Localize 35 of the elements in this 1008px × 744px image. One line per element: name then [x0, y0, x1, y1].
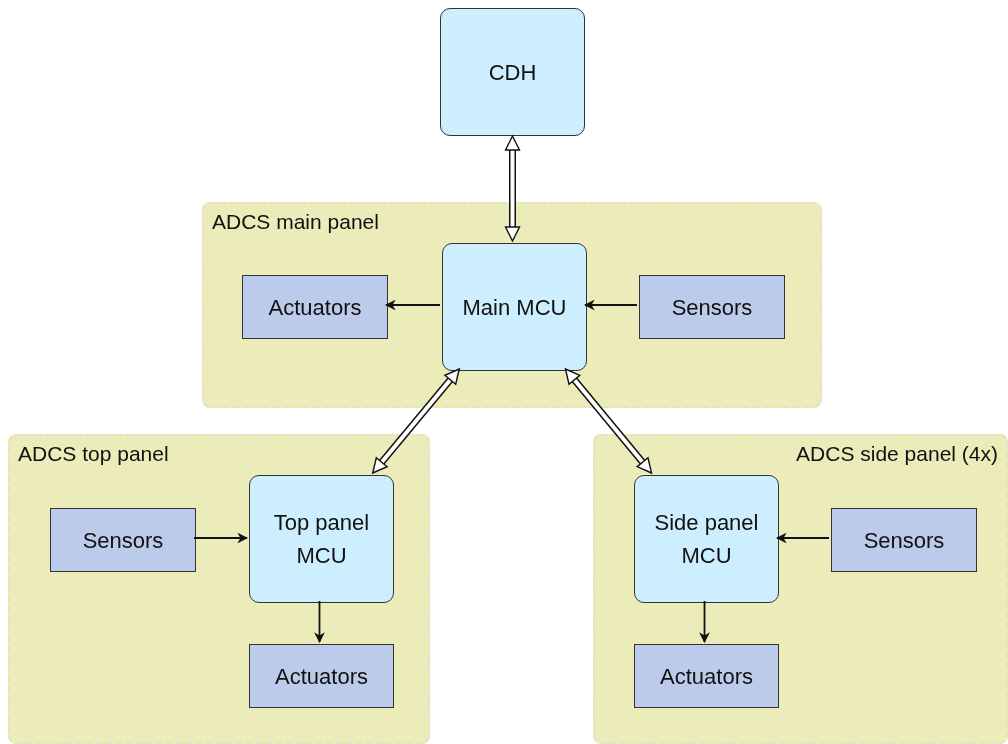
arrow [583, 299, 638, 311]
component-box [50, 508, 196, 572]
component-box [634, 644, 779, 708]
process-box [440, 8, 585, 136]
process-box [634, 475, 779, 603]
panel-region [8, 434, 430, 744]
arrow [775, 532, 830, 544]
arrow [314, 600, 325, 644]
arrow [193, 532, 249, 544]
panel-title: ADCS top panel [18, 442, 169, 466]
box-label: Top panel MCU [272, 509, 371, 570]
panel-region [593, 434, 1008, 744]
box-label: Main MCU [462, 293, 567, 322]
box-label: Actuators [660, 662, 753, 691]
double-arrow [564, 367, 653, 475]
double-arrow [371, 367, 461, 475]
panel-title: ADCS main panel [212, 210, 379, 234]
panel-title: ADCS side panel (4x) [796, 442, 998, 466]
box-label: Sensors [863, 526, 945, 555]
component-box [831, 508, 977, 572]
component-box [249, 644, 394, 708]
box-label: Actuators [275, 662, 368, 691]
box-label: Sensors [82, 526, 164, 555]
arrow [384, 299, 441, 311]
double-arrow [504, 134, 521, 243]
box-label: Actuators [268, 293, 362, 322]
component-box [639, 275, 785, 339]
panel-region [202, 202, 822, 408]
box-label: CDH [488, 58, 537, 87]
box-label: Side panel MCU [653, 509, 760, 570]
process-box [442, 243, 587, 371]
component-box [242, 275, 388, 339]
arrow [699, 600, 710, 644]
box-label: Sensors [671, 293, 753, 322]
process-box [249, 475, 394, 603]
